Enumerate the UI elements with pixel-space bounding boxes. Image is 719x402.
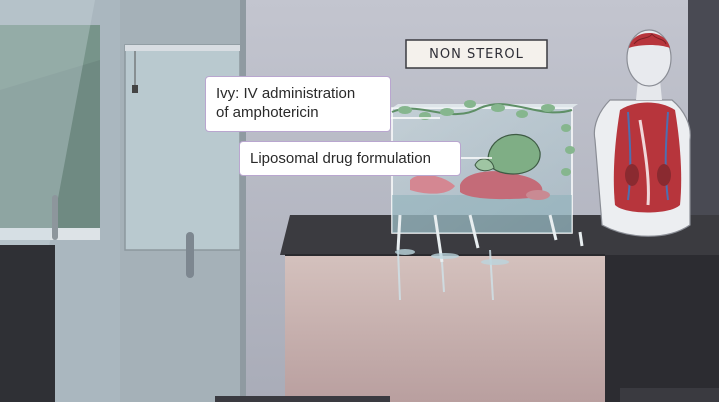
callout-ivy-line2: of amphotericin (216, 104, 319, 121)
glass-door (120, 0, 246, 402)
callout-ivy-iv-administration: Ivy: IV administration of amphotericin (205, 76, 391, 132)
anatomy-torso (593, 29, 691, 237)
sign-label: NON STEROL (429, 46, 524, 62)
lab-counter (215, 215, 719, 402)
glass-partition (0, 0, 120, 402)
non-sterol-sign (405, 39, 548, 69)
callout-ivy-line1: Ivy: IV administration (216, 85, 356, 102)
callout-liposomal-formulation: Liposomal drug formulation (239, 141, 461, 176)
fish-tank (391, 100, 584, 301)
